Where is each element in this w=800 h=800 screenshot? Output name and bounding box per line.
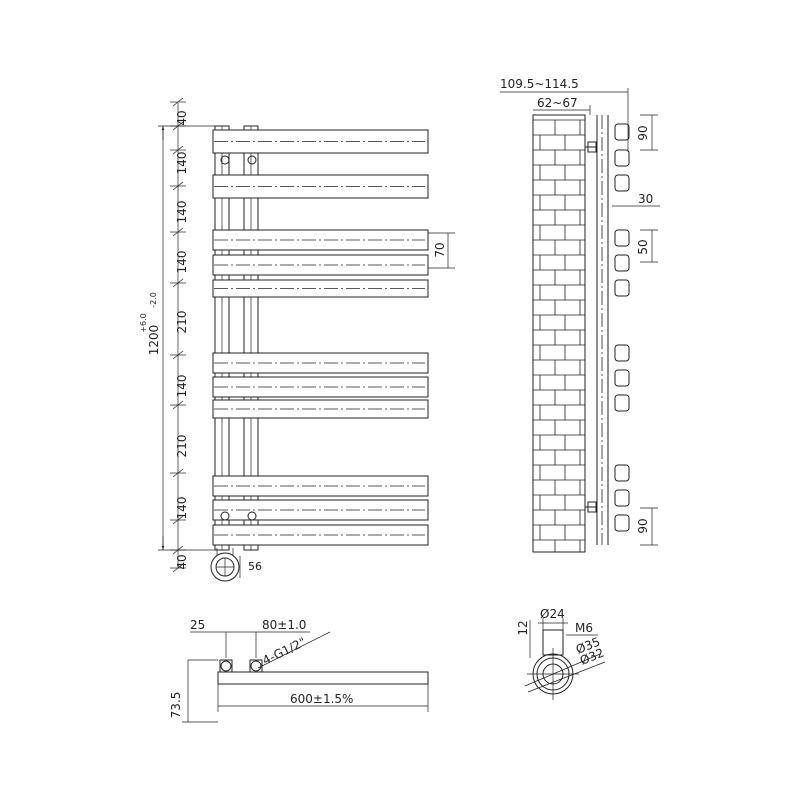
bracket-top <box>585 141 597 153</box>
valve: 56 <box>210 548 262 582</box>
dim-140-e: 140 <box>175 497 189 520</box>
bottom-connections <box>220 511 257 521</box>
top-connections <box>220 155 257 165</box>
dim-bottom-40: 40 <box>175 554 189 569</box>
bar-end <box>614 394 630 412</box>
detail-height-label: 12 <box>516 620 530 635</box>
front-view: 40 140 140 140 210 140 210 140 40 1200 +… <box>139 97 455 582</box>
detail-view: Ø24 12 M6 Ø35 Ø32 <box>516 607 606 700</box>
dim-140-b: 140 <box>175 201 189 224</box>
dim-width-label: 600±1.5% <box>290 692 353 706</box>
dim-depth-label: 73.5 <box>169 692 183 719</box>
bar-end <box>614 369 630 387</box>
bar-end <box>614 514 630 532</box>
dim-140-a: 140 <box>175 152 189 175</box>
dim-bar-spacing: 70 <box>428 232 455 269</box>
bar-end <box>614 123 630 141</box>
dim-140-d: 140 <box>175 375 189 398</box>
dim-70-label: 70 <box>433 242 447 257</box>
dim-depth-total-label: 109.5~114.5 <box>500 77 579 91</box>
dim-depth-wall-label: 62~67 <box>537 96 578 110</box>
dim-bar-pitch-label: 50 <box>636 239 650 254</box>
dim-bracket-top-label: 90 <box>636 125 650 140</box>
dim-total-tol-plus: +6.0 <box>139 313 148 332</box>
bar-end <box>614 489 630 507</box>
bar-end <box>614 279 630 297</box>
dim-210-b: 210 <box>175 435 189 458</box>
bar-end <box>614 149 630 167</box>
bottom-bar <box>217 671 429 685</box>
dim-offset-label: 25 <box>190 618 205 632</box>
bar-end <box>614 344 630 362</box>
dim-total-tol-minus: -2.0 <box>149 292 158 308</box>
front-dimension-chain: 40 140 140 140 210 140 210 140 40 1200 +… <box>139 97 215 573</box>
detail-small-dia-label: Ø24 <box>540 607 565 621</box>
dim-total-height: 1200 <box>147 325 161 356</box>
dim-top-40: 40 <box>175 110 189 125</box>
bar-end <box>614 174 630 192</box>
dim-bracket-bottom: 90 <box>636 507 658 546</box>
dim-centres-label: 80±1.0 <box>262 618 306 632</box>
bar-end <box>614 254 630 272</box>
dim-56-label: 56 <box>248 560 262 573</box>
dim-140-c: 140 <box>175 251 189 274</box>
dim-bar-thickness: 30 <box>612 192 660 207</box>
dim-depth-total: 109.5~114.5 <box>500 77 629 152</box>
side-view: 109.5~114.5 62~67 90 30 50 90 <box>500 77 660 553</box>
dim-210-a: 210 <box>175 311 189 334</box>
side-bar-ends <box>614 123 630 532</box>
detail-thread-label: M6 <box>575 621 593 635</box>
right-fitting <box>249 659 263 673</box>
left-fitting <box>219 659 233 673</box>
bottom-view: 600±1.5% 73.5 25 80±1.0 4-G1/2" <box>169 618 429 723</box>
dim-bracket-top: 90 <box>636 114 658 151</box>
wall <box>532 114 586 553</box>
dim-bar-pitch: 50 <box>636 229 658 263</box>
horizontal-bars <box>212 129 429 546</box>
bar-end <box>614 464 630 482</box>
bracket-bottom <box>585 501 597 513</box>
bar-end <box>614 229 630 247</box>
brick-pattern <box>533 119 585 552</box>
dim-depth-wall: 62~67 <box>533 96 591 115</box>
dim-connections-label: 4-G1/2" <box>260 635 308 668</box>
dim-bracket-bottom-label: 90 <box>636 518 650 533</box>
dim-bar-thickness-label: 30 <box>638 192 653 206</box>
